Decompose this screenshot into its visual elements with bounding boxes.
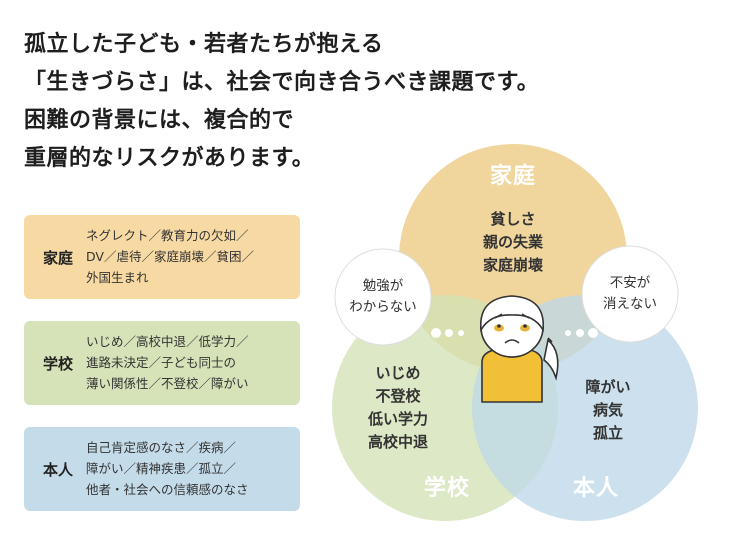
bubble-text-right: 不安が 消えない [580, 273, 680, 315]
venn-item: 高校中退 [367, 433, 428, 451]
category-item-line: 外国生まれ [86, 270, 149, 285]
venn-item: 家庭崩壊 [482, 256, 543, 274]
venn-title-home: 家庭 [489, 164, 536, 189]
venn-items-home: 貧しさ 親の失業 家庭崩壊 [463, 208, 563, 277]
venn-item: いじめ [375, 364, 421, 382]
category-item-line: 進路未決定／子ども同士の [86, 355, 237, 370]
venn-items-self: 障がい 病気 孤立 [568, 376, 648, 445]
headline-line-1: 孤立した子ども・若者たちが抱える [24, 32, 384, 57]
venn-item: 病気 [592, 401, 623, 419]
category-items-home: ネグレクト／教育力の欠如／ DV／虐待／家庭崩壊／貧困／ 外国生まれ [86, 225, 292, 288]
venn-item: 親の失業 [482, 233, 543, 251]
category-item-line: 障がい／精神疾患／孤立／ [86, 461, 237, 476]
venn-title-self: 本人 [572, 476, 619, 501]
bubble-text-left: 勉強が わからない [333, 276, 433, 318]
category-card-school: 学校 いじめ／高校中退／低学力／ 進路未決定／子ども同士の 薄い関係性／不登校／… [24, 321, 300, 405]
headline-line-2: 「生きづらさ」は、社会で向き合うべき課題です。 [24, 70, 540, 95]
category-items-self: 自己肯定感のなさ／疾病／ 障がい／精神疾患／孤立／ 他者・社会への信頼感のなさ [86, 437, 292, 500]
headline: 孤立した子ども・若者たちが抱える 「生きづらさ」は、社会で向き合うべき課題です。… [24, 26, 540, 178]
category-item-line: ネグレクト／教育力の欠如／ [86, 228, 249, 243]
headline-line-4: 重層的なリスクがあります。 [24, 146, 315, 171]
bubble-line: 消えない [603, 296, 657, 312]
venn-item: 低い学力 [367, 410, 428, 428]
worried-child-illustration [480, 295, 559, 403]
category-label-self: 本人 [42, 460, 73, 479]
bubble-line: わからない [349, 299, 417, 315]
venn-svg [332, 144, 698, 521]
thought-bubble-left [334, 248, 464, 346]
headline-line-3: 困難の背景には、複合的で [24, 108, 295, 133]
category-item-line: 自己肯定感のなさ／疾病／ [86, 440, 237, 455]
venn-item: 貧しさ [490, 210, 536, 228]
bubble-line: 勉強が [362, 278, 404, 294]
category-card-self: 本人 自己肯定感のなさ／疾病／ 障がい／精神疾患／孤立／ 他者・社会への信頼感の… [24, 427, 300, 511]
category-label-school: 学校 [42, 354, 73, 373]
venn-items-school: いじめ 不登校 低い学力 高校中退 [348, 362, 448, 454]
venn-item: 孤立 [592, 424, 623, 442]
category-label-home: 家庭 [42, 248, 73, 267]
venn-item: 障がい [585, 378, 631, 396]
venn-item: 不登校 [375, 387, 421, 405]
category-item-line: いじめ／高校中退／低学力／ [86, 334, 249, 349]
venn-diagram: 家庭 貧しさ 親の失業 家庭崩壊 いじめ 不登校 低い学力 高校中退 学校 障が… [300, 130, 736, 552]
thought-bubble-right [565, 245, 679, 343]
category-card-home: 家庭 ネグレクト／教育力の欠如／ DV／虐待／家庭崩壊／貧困／ 外国生まれ [24, 215, 300, 299]
venn-title-school: 学校 [423, 476, 470, 501]
category-items-school: いじめ／高校中退／低学力／ 進路未決定／子ども同士の 薄い関係性／不登校／障がい [86, 331, 292, 394]
category-item-line: 薄い関係性／不登校／障がい [86, 376, 249, 391]
category-item-line: 他者・社会への信頼感のなさ [86, 482, 249, 497]
category-item-line: DV／虐待／家庭崩壊／貧困／ [86, 249, 254, 264]
bubble-line: 不安が [609, 275, 651, 291]
